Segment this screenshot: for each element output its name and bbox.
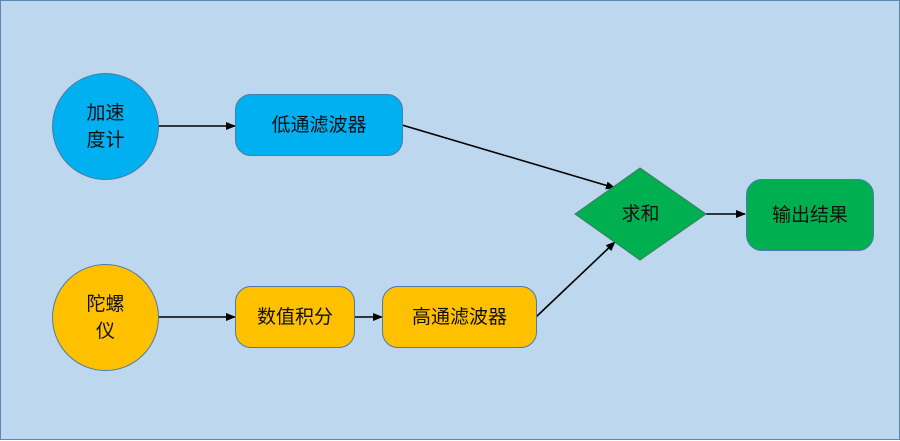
edge-lowpass-sum [401, 124, 616, 190]
node-accelerometer[interactable]: 加速 度计 [52, 73, 159, 180]
node-output-result[interactable]: 输出结果 [746, 179, 874, 251]
node-lowpass-filter[interactable]: 低通滤波器 [235, 94, 403, 156]
node-sum-label: 求和 [621, 202, 660, 225]
node-output-result-label: 输出结果 [771, 203, 848, 226]
sum-diamond-shape [574, 167, 707, 261]
node-lowpass-filter-label: 低通滤波器 [271, 113, 367, 136]
node-highpass-filter-label: 高通滤波器 [411, 305, 507, 328]
node-accelerometer-label: 加速 度计 [86, 101, 125, 151]
node-gyroscope[interactable]: 陀螺 仪 [52, 264, 159, 371]
node-numerical-integration[interactable]: 数值积分 [235, 286, 355, 348]
edge-highpass-sum [535, 241, 616, 318]
node-numerical-integration-label: 数值积分 [256, 305, 333, 328]
node-gyroscope-label: 陀螺 仪 [86, 292, 125, 342]
node-highpass-filter[interactable]: 高通滤波器 [382, 286, 537, 348]
node-sum[interactable]: 求和 [575, 168, 706, 260]
